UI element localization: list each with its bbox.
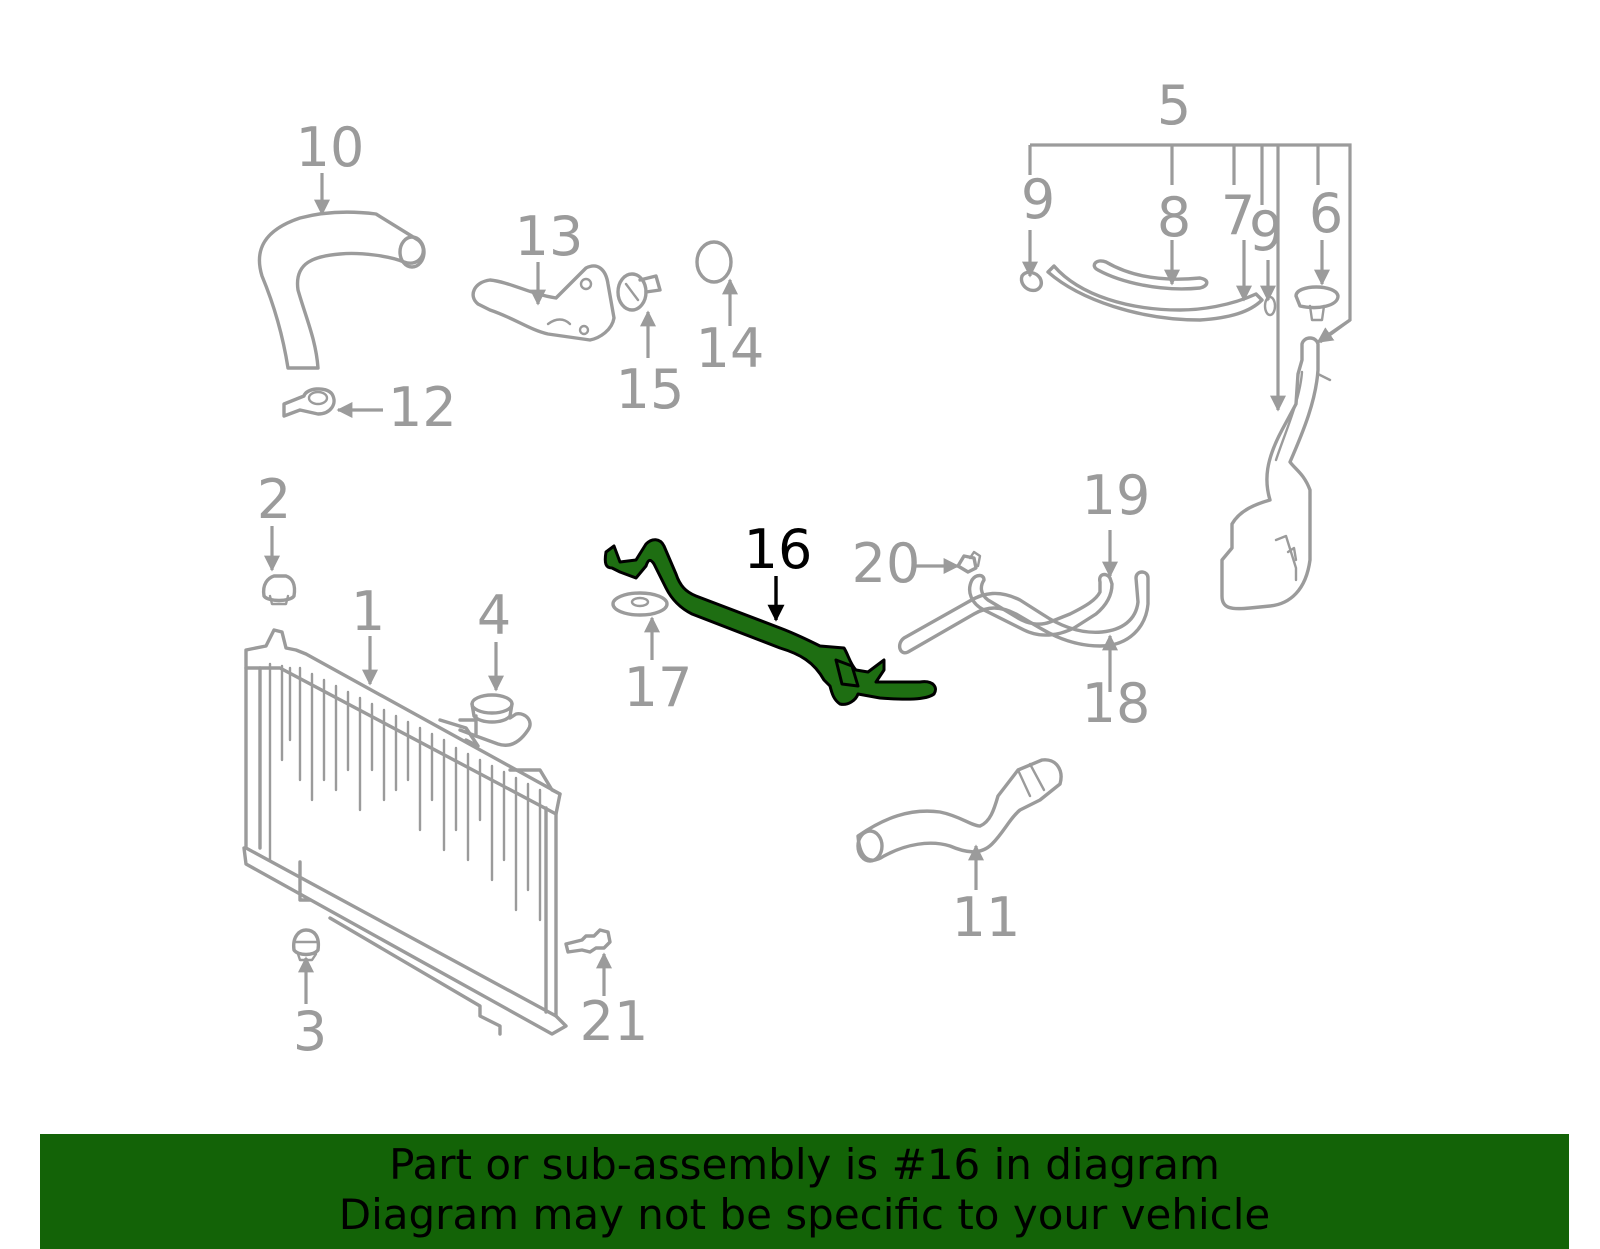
callout-10: 10 [296, 116, 365, 179]
part-2-bushing [261, 574, 297, 606]
part-15-thermostat [616, 272, 662, 312]
banner-line-part: Part or sub-assembly is #16 in diagram [389, 1140, 1220, 1189]
part-7-overflow-hose [1046, 264, 1264, 322]
leader-lines [264, 173, 1330, 1004]
callout-11: 11 [952, 886, 1021, 949]
callout-13: 13 [515, 205, 584, 268]
part-5-bracket [1028, 143, 1352, 412]
part-8-hose [1092, 259, 1209, 291]
callout-20: 20 [852, 532, 921, 595]
callout-14: 14 [696, 317, 765, 380]
part-19-hose [967, 572, 1114, 637]
coolant-reservoir [1220, 336, 1332, 611]
callout-2: 2 [257, 468, 291, 531]
part-13-water-outlet [471, 264, 616, 342]
callout-6: 6 [1309, 182, 1343, 245]
banner-line-disclaimer: Diagram may not be specific to your vehi… [338, 1190, 1271, 1239]
callout-5: 5 [1157, 74, 1191, 137]
part-12-clamp [282, 387, 336, 418]
part-6-reservoir-cap [1294, 285, 1340, 322]
part-21-drain-plug [564, 928, 612, 954]
callout-7: 7 [1221, 184, 1255, 247]
part-3-bushing [291, 928, 321, 962]
callout-1: 1 [351, 580, 385, 643]
callout-21: 21 [580, 990, 649, 1053]
callout-9-right: 9 [1249, 200, 1283, 263]
callout-16: 16 [744, 518, 813, 581]
part-17-gasket [611, 591, 669, 617]
part-10-upper-hose [257, 210, 426, 370]
part-4-radiator-cap [458, 693, 532, 747]
part-16-water-pipe [603, 538, 937, 706]
callout-8: 8 [1157, 186, 1191, 249]
callout-18: 18 [1082, 672, 1151, 735]
part-20-clip [956, 550, 982, 574]
part-1-radiator [242, 628, 568, 1036]
callout-9-left: 9 [1021, 168, 1055, 231]
part-11-lower-hose [856, 758, 1063, 863]
callout-12: 12 [388, 376, 457, 439]
callout-19: 19 [1082, 464, 1151, 527]
info-banner: Part or sub-assembly is #16 in diagram D… [40, 1134, 1569, 1249]
callout-4: 4 [477, 584, 511, 647]
part-14-gasket [695, 240, 733, 284]
callout-3: 3 [293, 1000, 327, 1063]
callout-numbers: 10 12 13 15 14 5 9 8 7 9 6 2 1 4 16 20 1… [257, 74, 1343, 1063]
callout-17: 17 [624, 656, 693, 719]
callout-15: 15 [616, 358, 685, 421]
